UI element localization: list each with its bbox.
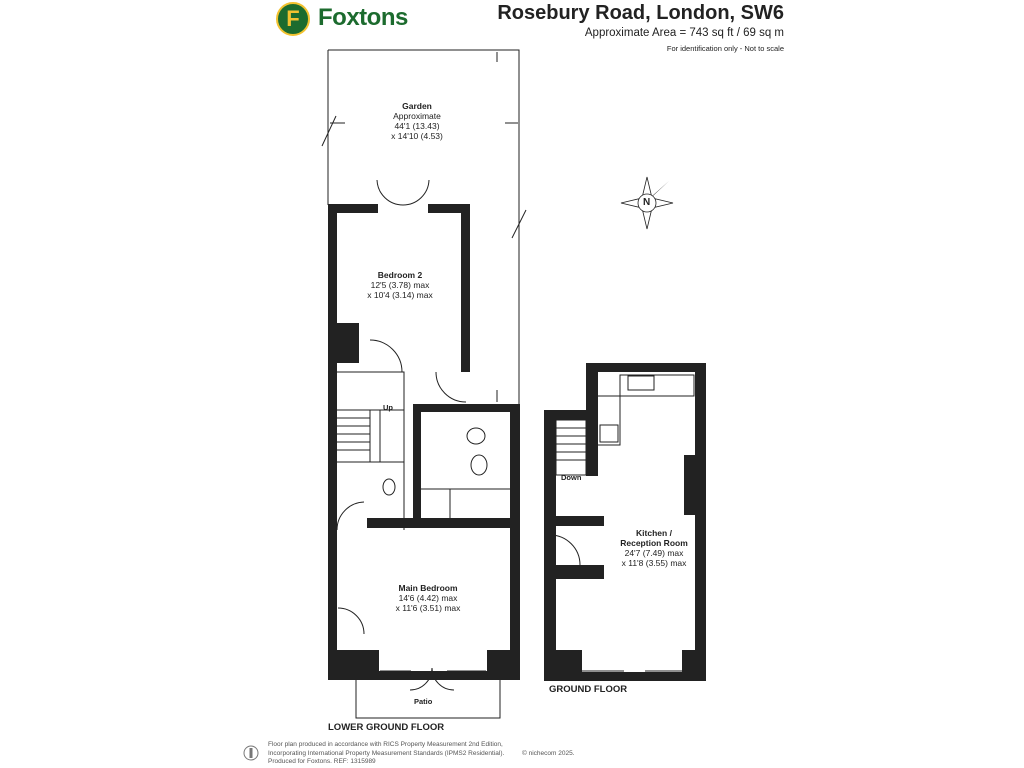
door-arc-bath <box>435 371 467 403</box>
patio-outline <box>355 680 501 719</box>
walls-ground <box>544 363 706 681</box>
stairs-ground <box>555 419 587 476</box>
wc-icon <box>382 478 396 496</box>
kitchen-line2: x 11'8 (3.55) max <box>621 558 687 568</box>
bedroom2-name: Bedroom 2 <box>377 270 423 280</box>
bedroom2-line2: x 10'4 (3.14) max <box>367 290 433 300</box>
property-title: Rosebury Road, London, SW6 <box>497 2 784 24</box>
approximate-area: Approximate Area = 743 sq ft / 69 sq m <box>584 27 784 39</box>
basin-icon <box>470 454 488 476</box>
room-label-main-bedroom: Main Bedroom 14'6 (4.42) max x 11'6 (3.5… <box>368 583 488 613</box>
footer-copyright: © nichecom 2025. <box>522 750 575 757</box>
footer-line2: Incorporating International Property Mea… <box>268 749 505 757</box>
garden-line3: x 14'10 (4.53) <box>391 131 443 141</box>
kitchen-worktop <box>619 374 695 397</box>
garden-name: Garden <box>402 101 432 111</box>
main-bedroom-name: Main Bedroom <box>398 583 458 593</box>
dimension-arrows <box>330 52 518 402</box>
garden-boundary <box>328 49 520 405</box>
door-arc-bed2 <box>369 339 403 373</box>
footer-line1: Floor plan produced in accordance with R… <box>268 741 503 748</box>
floor-label-lower: LOWER GROUND FLOOR <box>328 722 445 733</box>
compass-icon <box>620 176 674 230</box>
logo-badge-icon: F <box>276 2 310 36</box>
boundary-mark-2 <box>511 209 527 239</box>
garden-line1: Approximate <box>393 111 441 121</box>
stairs-lower <box>335 409 405 463</box>
footer-disclaimer: Floor plan produced in accordance with R… <box>268 741 504 767</box>
kitchen-name2: Reception Room <box>620 538 688 548</box>
room-label-bedroom2: Bedroom 2 12'5 (3.78) max x 10'4 (3.14) … <box>350 270 450 300</box>
main-bedroom-line1: 14'6 (4.42) max <box>398 593 458 603</box>
foxtons-logo: F Foxtons <box>276 2 408 36</box>
bathtub-icon <box>415 488 515 520</box>
floor-label-ground: GROUND FLOOR <box>549 684 628 695</box>
sink-icon <box>627 375 655 391</box>
scale-note: For identification only - Not to scale <box>666 44 784 53</box>
stairs-up-label: Up <box>383 403 393 412</box>
main-bedroom-line2: x 11'6 (3.51) max <box>395 603 461 613</box>
kitchen-name1: Kitchen / <box>636 528 672 538</box>
room-label-garden: Garden Approximate 44'1 (13.43) x 14'10 … <box>362 101 472 141</box>
hob-icon <box>599 424 619 443</box>
kitchen-worktop-side <box>597 395 621 446</box>
logo-text: Foxtons <box>318 4 408 31</box>
room-label-kitchen: Kitchen / Reception Room 24'7 (7.49) max… <box>604 528 704 568</box>
door-arc-lower <box>336 501 365 531</box>
bedroom2-line1: 12'5 (3.78) max <box>370 280 430 290</box>
door-arc-main <box>337 607 365 635</box>
kitchen-line1: 24'7 (7.49) max <box>624 548 684 558</box>
garden-line2: 44'1 (13.43) <box>394 121 440 131</box>
footer-line3: Produced for Foxtons. REF: 1315989 <box>268 758 376 766</box>
nichecom-icon <box>243 745 259 761</box>
hallway-wall <box>337 371 405 410</box>
shower-tray-icon <box>415 488 451 520</box>
toilet-icon <box>466 427 486 445</box>
compass-north-label: N <box>643 197 651 208</box>
french-doors <box>376 179 430 206</box>
patio-label: Patio <box>414 697 433 706</box>
stairs-down-label: Down <box>561 473 582 482</box>
walls-lower-ground <box>328 204 520 680</box>
boundary-mark <box>321 115 337 147</box>
